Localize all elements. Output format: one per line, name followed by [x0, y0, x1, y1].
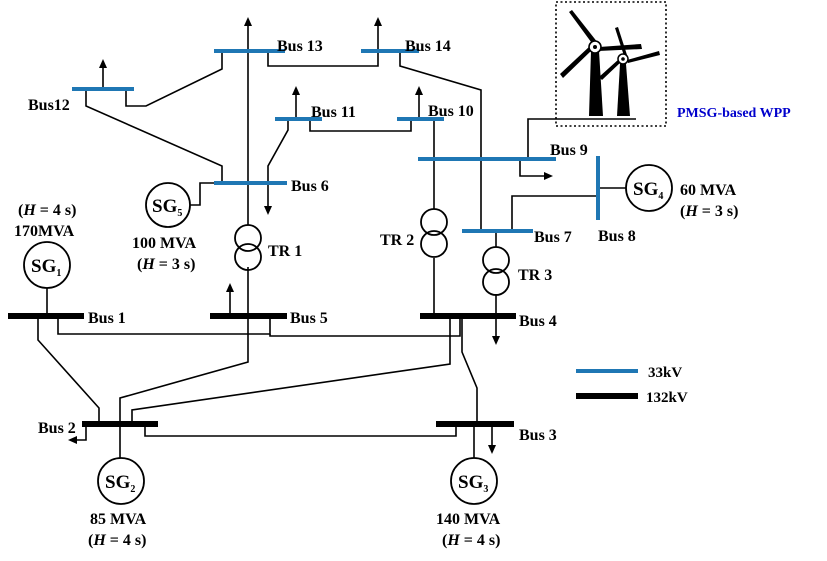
load-arrow-bus6: [264, 183, 272, 215]
sg4-symbol: SG4: [633, 179, 663, 202]
line-bus4-bus3: [461, 316, 478, 424]
load-arrow-bus4: [492, 316, 500, 345]
load-arrow-bus5: [226, 283, 234, 316]
generator-sg1: (H = 4 s) 170MVA SG1: [14, 202, 76, 289]
load-arrow-bus2: [68, 424, 87, 444]
sg3-inertia: (H = 4 s): [442, 532, 500, 549]
line-bus1-bus5: [57, 316, 271, 335]
sg4-inertia: (H = 3 s): [680, 203, 738, 220]
line-bus6-bus11: [267, 119, 289, 183]
transformer-label-tr1: TR 1: [268, 243, 302, 260]
network-lines: [37, 51, 636, 458]
bus-label-13: Bus 13: [277, 38, 323, 55]
transformer-label-tr2: TR 2: [380, 232, 414, 249]
bus-label-4: Bus 4: [519, 313, 557, 330]
legend-label-132kv: 132kV: [646, 390, 688, 406]
line-bus12-bus13: [125, 51, 223, 107]
bus-label-10: Bus 10: [428, 103, 474, 120]
generator-sg2: SG2 85 MVA (H = 4 s): [88, 457, 147, 549]
transformer-label-tr3: TR 3: [518, 267, 552, 284]
transformer-tr1: TR 1: [234, 224, 302, 271]
line-bus5-bus4: [269, 316, 461, 337]
bus-label-7: Bus 7: [534, 229, 572, 246]
legend-label-33kv: 33kV: [648, 365, 682, 381]
line-bus2-bus4: [131, 316, 451, 424]
line-bus9-wpp: [527, 118, 636, 159]
line-bus13-bus14: [267, 51, 379, 67]
bus-bars: [8, 49, 600, 427]
bus-label-11: Bus 11: [311, 104, 356, 121]
line-sg5-bus6: [187, 182, 214, 206]
load-arrow-bus3: [488, 424, 496, 454]
load-arrow-bus12: [99, 59, 107, 89]
load-arrow-bus9: [519, 159, 553, 180]
sg1-rating: 170MVA: [14, 223, 75, 240]
bus-label-3: Bus 3: [519, 427, 557, 444]
wind-turbine-icon: [560, 10, 660, 116]
sg5-symbol: SG5: [152, 196, 182, 219]
wpp-label: PMSG-based WPP: [677, 106, 791, 121]
line-bus7-bus8: [511, 195, 598, 231]
load-arrows: [68, 17, 553, 454]
line-bus14-bus7: [399, 51, 482, 231]
sg5-rating: 100 MVA: [132, 235, 197, 252]
line-bus6-bus12: [85, 89, 223, 183]
generator-sg4: SG4 60 MVA (H = 3 s): [625, 164, 738, 220]
load-arrow-bus11: [292, 86, 300, 119]
generator-sg5: SG5 100 MVA (H = 3 s): [132, 182, 197, 273]
bus-label-2: Bus 2: [38, 420, 76, 437]
transformer-tr3: TR 3: [482, 246, 552, 296]
sg2-symbol: SG2: [105, 472, 135, 495]
sg4-rating: 60 MVA: [680, 182, 737, 199]
load-arrow-bus13: [244, 17, 252, 51]
sg3-symbol: SG3: [458, 472, 488, 495]
sg1-symbol: SG1: [31, 256, 61, 279]
wpp-block: PMSG-based WPP: [555, 1, 791, 127]
line-bus2-bus3: [144, 424, 457, 437]
bus-label-14: Bus 14: [405, 38, 451, 55]
generator-sg3: SG3 140 MVA (H = 4 s): [436, 457, 501, 549]
sg5-inertia: (H = 3 s): [137, 256, 195, 273]
bus-label-9: Bus 9: [550, 142, 588, 159]
sg1-inertia: (H = 4 s): [18, 202, 76, 219]
line-bus2-bus5: [119, 316, 249, 424]
sg2-rating: 85 MVA: [90, 511, 147, 528]
voltage-legend: 33kV 132kV: [576, 365, 688, 406]
line-bus11-bus10: [309, 119, 412, 132]
bus-label-6: Bus 6: [291, 178, 329, 195]
bus-label-1: Bus 1: [88, 310, 126, 327]
line-bus1-bus2: [37, 316, 100, 424]
load-arrow-bus14: [374, 17, 382, 51]
sg3-rating: 140 MVA: [436, 511, 501, 528]
load-arrow-bus10: [415, 86, 423, 119]
sg2-inertia: (H = 4 s): [88, 532, 146, 549]
bus-labels: Bus 1 Bus 2 Bus 3 Bus 4 Bus 5 Bus 6 Bus …: [28, 38, 636, 444]
transformer-tr2: TR 2: [380, 208, 448, 258]
bus-label-5: Bus 5: [290, 310, 328, 327]
bus-label-12: Bus12: [28, 97, 70, 114]
bus-label-8: Bus 8: [598, 228, 636, 245]
